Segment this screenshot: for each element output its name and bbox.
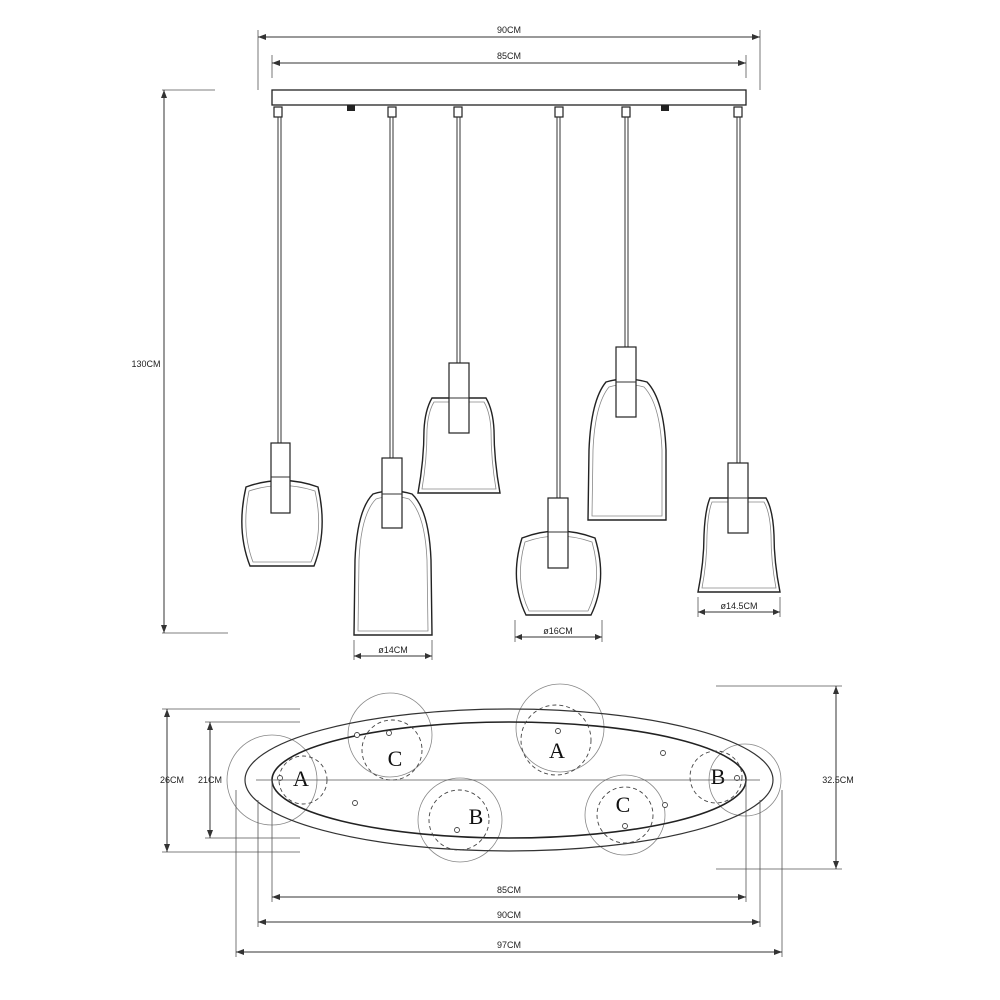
- width-85-dimension: 85CM: [271, 780, 747, 902]
- pendant-5-tall-bell: [587, 106, 667, 521]
- shade-circle-bottom-b: [428, 789, 490, 851]
- width-90-dimension: 90CM: [257, 800, 761, 927]
- pendant-4-round: [515, 106, 602, 616]
- top-view: A C A B C B 21CM 26CM: [160, 683, 854, 957]
- canopy-width-90-label: 90CM: [497, 25, 521, 35]
- side-view: 90CM 85CM 130CM: [131, 25, 781, 660]
- pendant-3-flared-upper: [417, 106, 501, 494]
- width-85-label: 85CM: [497, 885, 521, 895]
- depth-21-label: 21CM: [198, 775, 222, 785]
- canopy-screw-right: [661, 105, 669, 111]
- canopy-outer-outline: [244, 708, 774, 852]
- depth-21-dimension: 21CM: [198, 721, 300, 839]
- shade-circle-top-c: [361, 719, 423, 781]
- position-label-left-a: A: [293, 766, 309, 791]
- canopy-width-85-dimension: 85CM: [271, 51, 747, 78]
- shade-round-diameter-label: ø16CM: [543, 626, 573, 636]
- mounting-points: [277, 728, 740, 833]
- position-label-bottom-b: B: [469, 804, 484, 829]
- shade-circle-top-a: [520, 704, 592, 776]
- shade-circle-right-b: [689, 750, 743, 804]
- shade-circle-bottom-c: [596, 786, 654, 844]
- shade-flared-diameter-label: ø14.5CM: [720, 601, 757, 611]
- pendant-2-tall-bell: [353, 106, 433, 636]
- footprint-bottom-b: [417, 777, 503, 863]
- width-97-dimension: 97CM: [235, 790, 783, 957]
- shade-small-diameter-dimension: ø14CM: [353, 640, 433, 660]
- pendant-6-flared: [697, 106, 781, 593]
- footprint-top-a: [515, 683, 605, 773]
- canopy-width-90-dimension: 90CM: [257, 25, 761, 90]
- depth-26-label: 26CM: [160, 775, 184, 785]
- depth-32-5-dimension: 32.5CM: [716, 685, 854, 870]
- position-label-right-b: B: [711, 764, 726, 789]
- depth-26-dimension: 26CM: [160, 708, 300, 853]
- shade-round-diameter-dimension: ø16CM: [514, 620, 603, 642]
- footprint-top-c: [347, 692, 433, 778]
- shade-small-diameter-label: ø14CM: [378, 645, 408, 655]
- depth-32-5-label: 32.5CM: [822, 775, 854, 785]
- ceiling-canopy-bar: [271, 89, 747, 106]
- canopy-width-85-label: 85CM: [497, 51, 521, 61]
- footprint-bottom-c: [584, 774, 666, 856]
- width-90-label: 90CM: [497, 910, 521, 920]
- total-height-130-label: 130CM: [131, 359, 160, 369]
- canopy-screw-left: [347, 105, 355, 111]
- position-label-top-c: C: [388, 746, 403, 771]
- width-97-label: 97CM: [497, 940, 521, 950]
- pendant-1-round: [241, 106, 323, 567]
- position-label-top-a: A: [549, 738, 565, 763]
- shade-flared-diameter-dimension: ø14.5CM: [697, 597, 781, 617]
- position-label-bottom-c: C: [616, 792, 631, 817]
- total-height-130-dimension: 130CM: [131, 89, 228, 634]
